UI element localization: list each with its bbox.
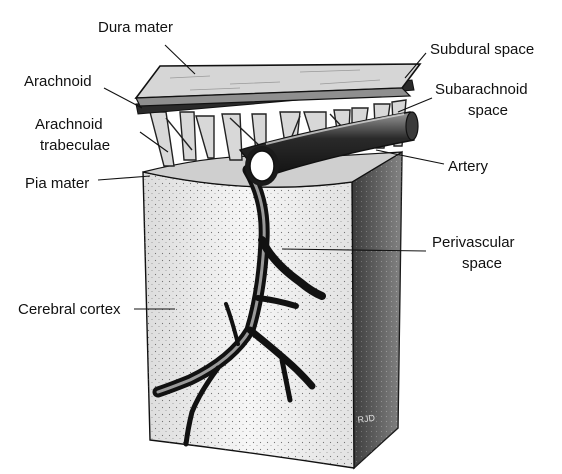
label-subarachnoid-space-2: space bbox=[468, 102, 508, 119]
leader-arachnoid-trabeculae bbox=[139, 131, 169, 153]
label-perivascular-space-2: space bbox=[462, 255, 502, 272]
leader-perivascular-space bbox=[281, 248, 427, 252]
leader-arachnoid bbox=[103, 87, 143, 109]
perivascular-space bbox=[152, 164, 326, 447]
label-arachnoid: Arachnoid bbox=[24, 73, 92, 90]
label-dura-mater: Dura mater bbox=[98, 19, 173, 36]
label-perivascular-space-1: Perivascular bbox=[432, 234, 515, 251]
label-artery: Artery bbox=[448, 158, 489, 175]
vessel-lumen bbox=[245, 146, 279, 186]
leader-pia-mater bbox=[97, 175, 151, 181]
artist-signature: RJD bbox=[357, 413, 376, 425]
labels: Dura mater Arachnoid Arachnoid trabecula… bbox=[18, 19, 534, 318]
label-arachnoid-trabeculae-2: trabeculae bbox=[40, 137, 110, 154]
label-subdural-space: Subdural space bbox=[430, 41, 534, 58]
leader-dura-mater bbox=[164, 44, 196, 75]
label-subarachnoid-space-1: Subarachnoid bbox=[435, 81, 528, 98]
leader-artery bbox=[375, 149, 445, 165]
label-pia-mater: Pia mater bbox=[25, 175, 89, 192]
artery bbox=[238, 111, 419, 179]
dura-mater bbox=[134, 63, 422, 107]
leader-subdural-space bbox=[404, 52, 427, 79]
label-arachnoid-trabeculae-1: Arachnoid bbox=[35, 116, 103, 133]
leader-lines bbox=[97, 44, 445, 310]
label-cerebral-cortex: Cerebral cortex bbox=[18, 301, 121, 318]
leader-subarachnoid-space bbox=[397, 97, 433, 113]
